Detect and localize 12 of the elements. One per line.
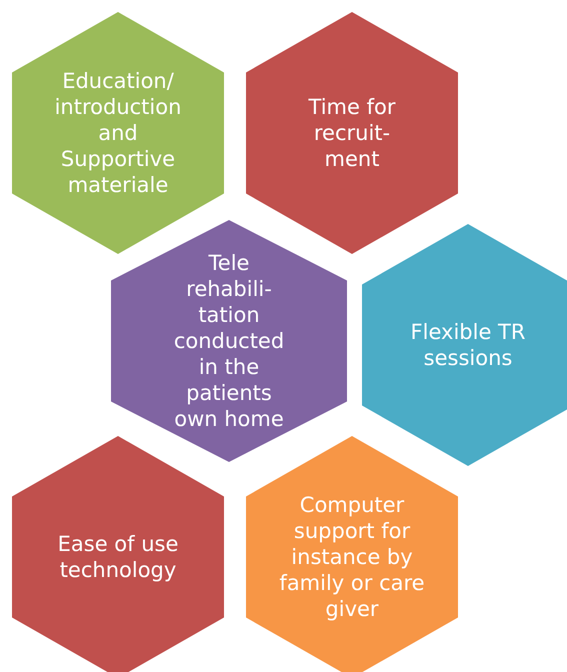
hexagon-label: Ease of use technology <box>56 531 180 583</box>
hexagon <box>246 12 458 254</box>
hexagon <box>12 436 224 672</box>
hexagon-label: Computer support for instance by family or care giver <box>278 492 426 622</box>
hexagon <box>362 224 567 466</box>
hexagon-label: Tele rehabili- tation conducted in the patients own home <box>172 250 286 432</box>
hexagon-label: Time for recruit- ment <box>308 94 396 172</box>
hexagon-label: Education/ introduction and Supportive materiale <box>54 68 182 198</box>
hexagon-label: Flexible TR sessions <box>410 319 526 371</box>
hexagon <box>246 436 458 672</box>
hexagon <box>12 12 224 254</box>
hexagon <box>111 220 347 462</box>
